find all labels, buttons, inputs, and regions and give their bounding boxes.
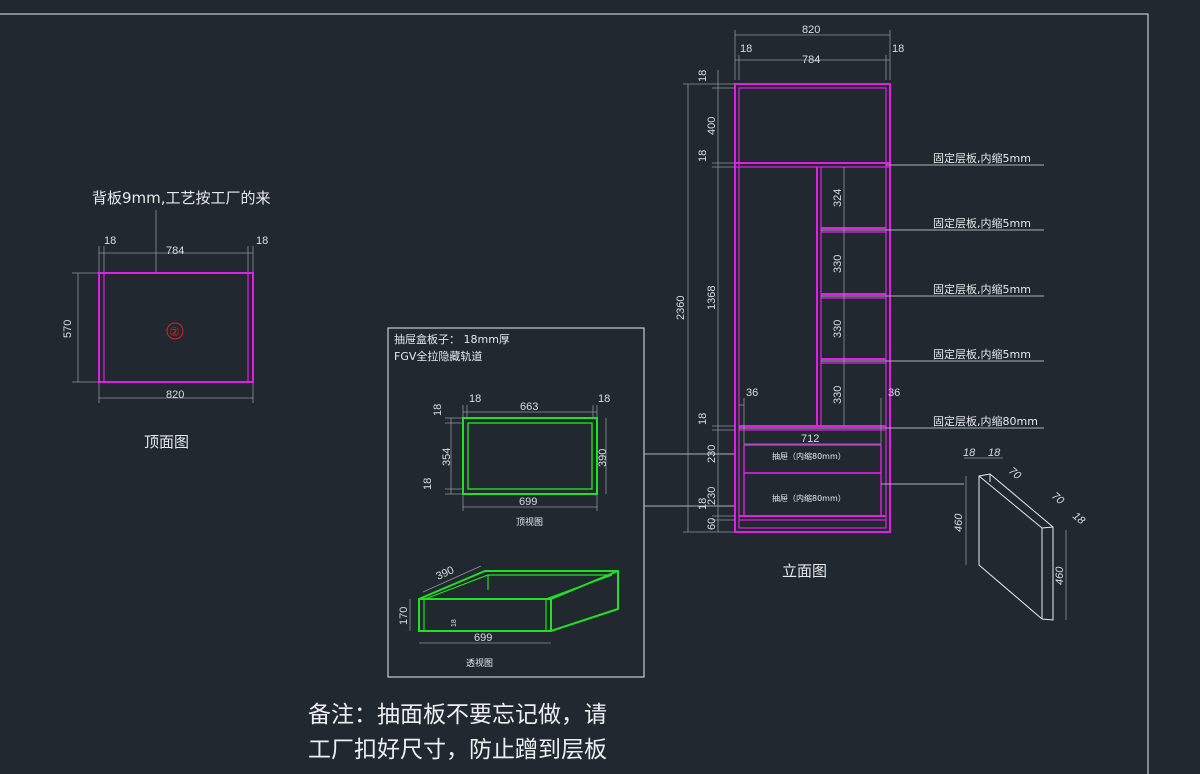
dim-top-inner: 784 — [166, 245, 184, 257]
drawer-box-rail: FGV全拉隐藏轨道 — [394, 349, 482, 363]
panel-dim-b: 18 — [988, 447, 1001, 459]
drawer-box-panel: 抽屉盒板子： 18mm厚 FGV全拉隐藏轨道 18 663 18 18 354 … — [387, 327, 645, 678]
elev-dim-left: 18 — [740, 43, 752, 55]
elev-dim-overall-height: 2360 — [675, 296, 687, 320]
persp-dim-width: 699 — [474, 632, 492, 644]
remark-line-1: 备注：抽面板不要忘记做，请 — [308, 702, 607, 728]
panel-dim-a: 18 — [963, 447, 976, 459]
remark-line-2: 工厂扣好尺寸，防止蹭到层板 — [308, 737, 607, 763]
dim-top-left: 18 — [104, 235, 116, 247]
drawer-label-1: 抽屉（内缩80mm） — [772, 451, 846, 461]
shelf-dim-1: 324 — [832, 189, 844, 207]
drawer-top-view-label: 顶视图 — [516, 516, 543, 528]
drawer-top-view-outer — [462, 417, 598, 495]
drawer-label-2: 抽屉（内缩80mm） — [772, 493, 846, 503]
top-view: 背板9mm,工艺按工厂的来 18 784 18 ② 570 820 顶面图 — [62, 189, 271, 451]
callout-shelf-4: 固定层板,内缩5mm — [933, 347, 1031, 361]
panel-3d: 460 460 18 18 70 70 18 — [953, 447, 1088, 621]
backboard-note: 背板9mm,工艺按工厂的来 — [92, 189, 271, 207]
shelf-dim-4: 330 — [832, 386, 844, 404]
elevation-view: 820 18 784 18 712 抽屉（内缩80mm） 抽屉（内缩80mm） — [675, 24, 1044, 580]
top-view-outline — [98, 272, 254, 383]
panel-dim-d: 70 — [1049, 490, 1067, 508]
persp-dim-height: 170 — [398, 607, 410, 625]
elev-dim-drawer2: 230 — [706, 487, 718, 505]
marker-2: ② — [169, 325, 180, 339]
elev-dim-side-left: 36 — [746, 387, 758, 399]
shelf-dim-2: 330 — [832, 255, 844, 273]
drawer-box-title: 抽屉盒板子： 18mm厚 — [394, 332, 510, 346]
elev-dim-middle: 1368 — [706, 286, 718, 310]
elev-dim-lower-shelf: 18 — [697, 413, 709, 425]
dim-width: 820 — [166, 389, 184, 401]
shelf-dim-3: 330 — [832, 320, 844, 338]
elevation-title: 立面图 — [782, 562, 827, 580]
dbox-dim-side-bottom: 18 — [422, 478, 434, 490]
elev-dim-base: 60 — [706, 518, 718, 530]
panel-dim-h2: 460 — [1054, 566, 1066, 585]
panel-dim-e: 18 — [1070, 510, 1088, 528]
elev-dim-right: 18 — [892, 43, 904, 55]
dim-top-right: 18 — [256, 235, 268, 247]
dbox-dim-width: 699 — [519, 496, 537, 508]
callout-shelf-1: 固定层板,内缩5mm — [933, 151, 1031, 165]
callout-shelf-3: 固定层板,内缩5mm — [933, 282, 1031, 296]
panel-dim-c: 70 — [1006, 465, 1024, 483]
drawing-frame — [0, 13, 1149, 774]
drawer-perspective-label: 透视图 — [466, 657, 493, 669]
drawer-top-view-inner — [467, 422, 593, 490]
drawer-perspective — [418, 570, 619, 632]
elev-dim-drawer-width: 712 — [801, 433, 819, 445]
dbox-dim-left: 18 — [469, 393, 481, 405]
elev-dim-overall-width: 820 — [802, 24, 820, 36]
persp-dim-small: 18 — [451, 619, 458, 627]
dbox-dim-depth: 390 — [597, 449, 609, 467]
elev-dim-gap: 18 — [697, 498, 709, 510]
elev-dim-drawer1: 230 — [706, 445, 718, 463]
elev-dim-top-space: 400 — [706, 117, 718, 135]
cabinet-outline — [734, 83, 891, 533]
elev-dim-shelf: 18 — [697, 150, 709, 162]
top-view-title: 顶面图 — [144, 433, 189, 451]
persp-dim-depth: 390 — [434, 564, 456, 582]
elev-dim-top-panel: 18 — [697, 70, 709, 82]
dim-depth: 570 — [62, 320, 74, 338]
dbox-dim-inner: 663 — [520, 401, 538, 413]
panel-dim-h1: 460 — [953, 513, 965, 532]
dbox-dim-side-top: 18 — [432, 404, 444, 416]
elev-dim-side-right: 36 — [888, 387, 900, 399]
drawer-box-frame — [387, 327, 645, 678]
elev-dim-inner: 784 — [802, 54, 820, 66]
callout-shelf-5: 固定层板,内缩80mm — [933, 414, 1038, 428]
dbox-dim-inner-depth: 354 — [441, 448, 453, 466]
callout-shelf-2: 固定层板,内缩5mm — [933, 216, 1031, 230]
dbox-dim-right: 18 — [598, 393, 610, 405]
